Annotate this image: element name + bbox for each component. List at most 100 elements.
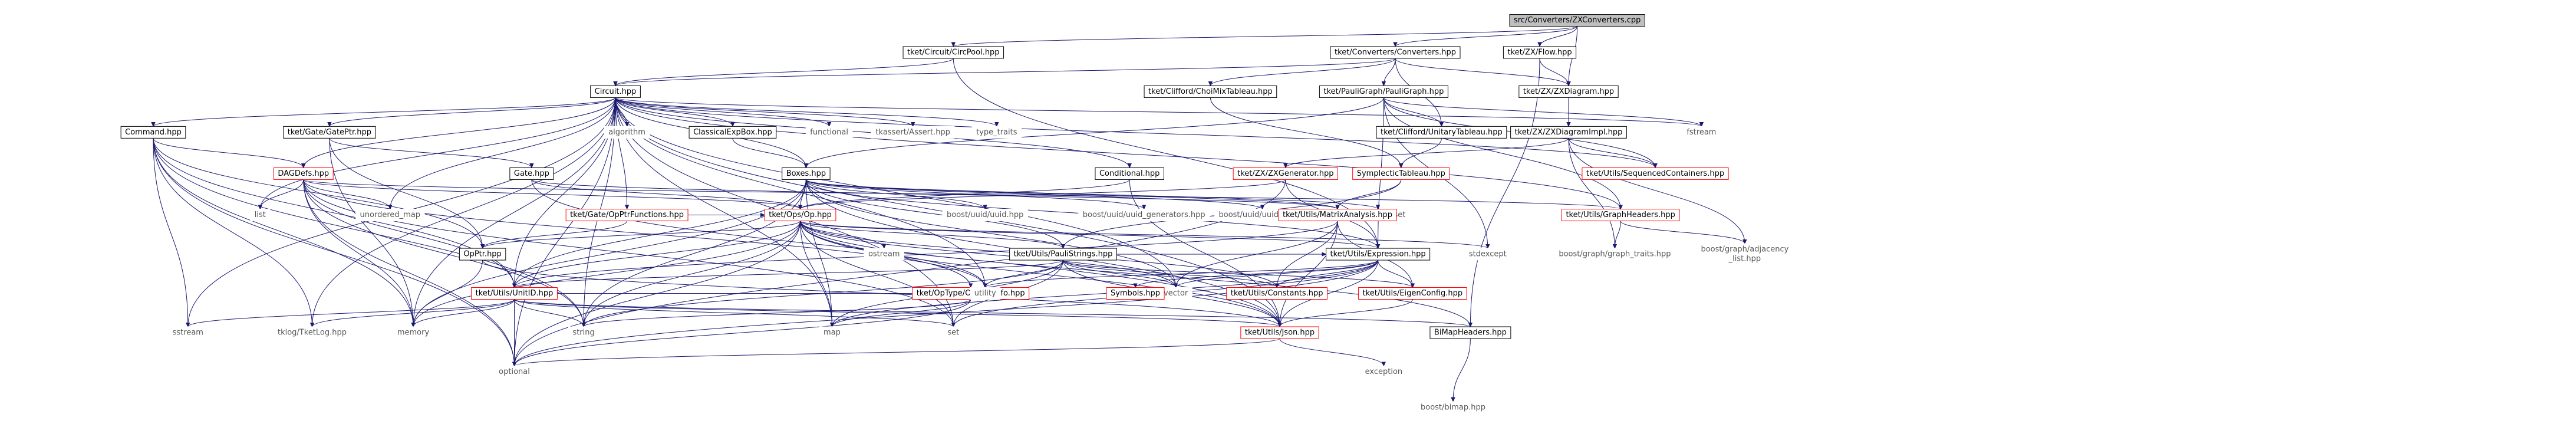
edge-zxflow-to-zxdiagram bbox=[1539, 58, 1569, 86]
node-graphheaders[interactable]: tket/Utils/GraphHeaders.hpp bbox=[1561, 209, 1680, 222]
node-label: ostream bbox=[868, 250, 900, 259]
edge-classicalexp-to-boxes bbox=[732, 138, 806, 167]
node-zxgenerator[interactable]: tket/ZX/ZXGenerator.hpp bbox=[1233, 167, 1338, 180]
edge-choimix-to-symplectic bbox=[1210, 97, 1401, 167]
node-sstream: sstream bbox=[168, 326, 208, 339]
edge-zxflow-to-bimap bbox=[1470, 58, 1540, 327]
edge-circuit-to-map bbox=[615, 97, 832, 327]
node-choimix[interactable]: tket/Clifford/ChoiMixTableau.hpp bbox=[1144, 85, 1277, 98]
node-opptr[interactable]: OpPtr.hpp bbox=[459, 248, 506, 261]
edge-zxdiagramimpl-to-zxgenerator bbox=[1286, 137, 1569, 167]
node-classicalexp[interactable]: ClassicalExpBox.hpp bbox=[689, 126, 777, 139]
node-root[interactable]: src/Converters/ZXConverters.cpp bbox=[1509, 14, 1645, 27]
edge-op-to-stdexcept bbox=[800, 221, 1488, 248]
node-paulig[interactable]: tket/PauliGraph/PauliGraph.hpp bbox=[1319, 85, 1448, 98]
node-label: tket/ZX/Flow.hpp bbox=[1507, 48, 1572, 57]
node-label: _list.hpp bbox=[1728, 255, 1761, 264]
edge-paulig-to-fstream bbox=[1383, 97, 1701, 126]
edge-boxes-to-uuid bbox=[805, 179, 985, 209]
node-circpool[interactable]: tket/Circuit/CircPool.hpp bbox=[902, 46, 1004, 59]
node-opptrfunctions[interactable]: tket/Gate/OpPtrFunctions.hpp bbox=[565, 209, 689, 222]
node-functional: functional bbox=[805, 126, 853, 139]
edge-expression-to-utility bbox=[985, 260, 1379, 287]
node-dagdefs[interactable]: DAGDefs.hpp bbox=[273, 167, 334, 180]
node-box bbox=[1429, 326, 1511, 339]
node-box bbox=[494, 365, 535, 378]
node-conditional[interactable]: Conditional.hpp bbox=[1095, 167, 1164, 180]
edge-gate-to-matrixanalysis bbox=[531, 179, 1338, 209]
node-label: tket/Utils/SequencedContainers.hpp bbox=[1586, 169, 1724, 178]
node-map: map bbox=[819, 326, 845, 339]
edge-paulig-to-unitarytab bbox=[1383, 97, 1441, 126]
node-boxes[interactable]: Boxes.hpp bbox=[782, 167, 831, 180]
node-label: tket/ZX/ZXDiagramImpl.hpp bbox=[1515, 128, 1623, 137]
node-label: Circuit.hpp bbox=[595, 87, 637, 96]
node-gateptr[interactable]: tket/Gate/GatePtr.hpp bbox=[283, 126, 376, 139]
node-json[interactable]: tket/Utils/Json.hpp bbox=[1240, 326, 1319, 339]
node-label: tket/Gate/OpPtrFunctions.hpp bbox=[570, 211, 684, 219]
edge-optypeinfo-to-optional bbox=[515, 299, 971, 366]
node-label: exception bbox=[1365, 367, 1403, 376]
node-eigenconfig[interactable]: tket/Utils/EigenConfig.hpp bbox=[1358, 287, 1467, 300]
node-gate[interactable]: Gate.hpp bbox=[509, 167, 554, 180]
edge-unitid-to-tklog bbox=[312, 299, 515, 327]
node-symbols[interactable]: Symbols.hpp bbox=[1106, 287, 1165, 300]
node-box bbox=[393, 326, 434, 339]
node-label: ClassicalExpBox.hpp bbox=[693, 128, 772, 137]
edge-dagdefs-to-unordered-map bbox=[303, 179, 390, 209]
edge-boxes-to-memory bbox=[413, 179, 806, 327]
edge-gate-to-json bbox=[531, 179, 1280, 327]
node-box bbox=[943, 326, 964, 339]
node-box bbox=[1144, 85, 1277, 98]
node-utility: utility bbox=[970, 287, 1001, 300]
edge-op-to-opptr bbox=[483, 221, 801, 248]
node-label: tket/Utils/Json.hpp bbox=[1245, 329, 1315, 337]
node-zxdiagramimpl[interactable]: tket/ZX/ZXDiagramImpl.hpp bbox=[1510, 126, 1627, 139]
edge-matrixanalysis-to-unitid bbox=[515, 221, 1338, 288]
node-label: tket/Utils/Constants.hpp bbox=[1231, 289, 1323, 298]
edge-gate-to-op bbox=[531, 179, 801, 209]
node-paulistrings[interactable]: tket/Utils/PauliStrings.hpp bbox=[1009, 248, 1117, 261]
node-converters[interactable]: tket/Converters/Converters.hpp bbox=[1330, 46, 1461, 59]
edge-dagdefs-to-utility bbox=[303, 179, 985, 287]
node-seqcontainers[interactable]: tket/Utils/SequencedContainers.hpp bbox=[1582, 167, 1729, 180]
node-label: type_traits bbox=[976, 128, 1017, 137]
edge-op-to-paulistrings bbox=[800, 221, 1063, 248]
node-box bbox=[1106, 287, 1165, 300]
edge-circpool-to-circuit bbox=[615, 58, 954, 86]
node-zxdiagram[interactable]: tket/ZX/ZXDiagram.hpp bbox=[1518, 85, 1619, 98]
node-box bbox=[1416, 401, 1490, 414]
node-box bbox=[1330, 46, 1461, 59]
edge-command-to-sstream bbox=[153, 138, 188, 327]
node-zxflow[interactable]: tket/ZX/Flow.hpp bbox=[1503, 46, 1577, 59]
node-box bbox=[355, 209, 425, 222]
node-box bbox=[864, 248, 904, 261]
edge-gateptr-to-gate bbox=[329, 138, 532, 167]
edge-unitid-to-set bbox=[514, 299, 954, 327]
node-label: tklog/TketLog.hpp bbox=[278, 329, 347, 337]
node-symplectic[interactable]: SymplecticTableau.hpp bbox=[1352, 167, 1450, 180]
node-command[interactable]: Command.hpp bbox=[120, 126, 186, 139]
edge-graphheaders-to-graph-traits bbox=[1615, 221, 1621, 248]
node-matrixanalysis[interactable]: tket/Utils/MatrixAnalysis.hpp bbox=[1278, 209, 1397, 222]
node-label: boost/graph/graph_traits.hpp bbox=[1559, 250, 1671, 259]
node-box bbox=[1503, 46, 1577, 59]
edge-json-to-optional bbox=[515, 338, 1280, 366]
node-constants[interactable]: tket/Utils/Constants.hpp bbox=[1226, 287, 1327, 300]
node-unitid[interactable]: tket/Utils/UnitID.hpp bbox=[471, 287, 558, 300]
edge-op-to-bimap bbox=[800, 221, 1471, 327]
node-uuid-gen: boost/uuid/uuid_generators.hpp bbox=[1078, 209, 1210, 222]
node-bimap[interactable]: BiMapHeaders.hpp bbox=[1429, 326, 1511, 339]
node-unitarytab[interactable]: tket/Clifford/UnitaryTableau.hpp bbox=[1376, 126, 1507, 139]
edge-paulig-to-boxes bbox=[806, 97, 1384, 167]
edge-expression-to-vector bbox=[1176, 260, 1379, 287]
node-circuit[interactable]: Circuit.hpp bbox=[590, 85, 641, 98]
node-expression[interactable]: tket/Utils/Expression.hpp bbox=[1326, 248, 1431, 261]
node-box bbox=[1561, 209, 1680, 222]
edge-gateptr-to-opptr bbox=[329, 138, 483, 248]
node-adjacency-list: boost/graph/adjacency_list.hpp bbox=[1696, 243, 1793, 265]
node-label: optional bbox=[499, 367, 530, 376]
node-boost-bimap: boost/bimap.hpp bbox=[1416, 401, 1490, 414]
node-op[interactable]: tket/Ops/Op.hpp bbox=[764, 209, 836, 222]
edge-converters-to-zxdiagram bbox=[1395, 58, 1569, 86]
